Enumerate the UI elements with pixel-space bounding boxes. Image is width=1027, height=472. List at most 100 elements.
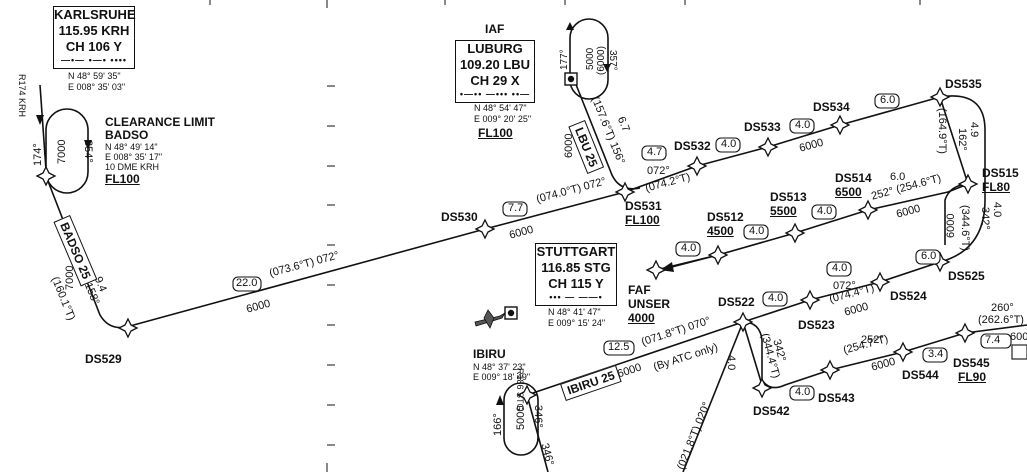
ds522-leg-dist: 4.0: [725, 355, 737, 371]
arrowheads: [36, 22, 674, 405]
ds543-leg-dist: 4.0: [795, 386, 811, 398]
clearance-alt: FL100: [105, 172, 140, 186]
clearance-limit-title: CLEARANCE LIMIT: [105, 115, 215, 129]
badso-hold-outbound: 354°: [82, 140, 94, 163]
ibiru-radial: R186 STG: [515, 368, 525, 411]
faf-label: FAF: [628, 283, 651, 297]
lbu-leg-alt: 6000: [563, 133, 575, 158]
luburg-morse: •—•• —••• ••—: [459, 89, 531, 99]
karlsruhe-lat: N 48° 59' 35": [68, 71, 121, 81]
ds515-leg-alt: 6000: [945, 213, 957, 238]
ds535-leg-dist: 4.9: [968, 122, 980, 138]
ds530-leg-dist: 7.7: [508, 202, 524, 214]
luburg-name: LUBURG: [467, 41, 523, 56]
ds544-label: DS544: [902, 368, 939, 382]
luburg-lat: N 48° 54' 47": [474, 103, 527, 113]
ds534-leg-dist: 6.0: [880, 94, 896, 106]
luburg-alt: FL100: [478, 126, 513, 140]
ds533-leg-dist: 4.0: [795, 119, 811, 131]
luburg-navaid-box: LUBURG 109.20 LBU CH 29 X •—•• —••• ••—: [455, 40, 535, 103]
luburg-channel: CH 29 X: [470, 73, 520, 88]
stuttgart-navaid-box: STUTTGART 116.85 STG CH 115 Y ••• — ——•: [535, 243, 617, 306]
ds512-alt: 4500: [707, 224, 734, 238]
ds535-leg-true: (164.9°T): [936, 108, 948, 154]
ds515-leg-true: (344.6°T): [959, 205, 971, 251]
stuttgart-name: STUTTGART: [536, 244, 616, 259]
stuttgart-lon: E 009° 15' 24": [548, 318, 606, 328]
luburg-freq: 109.20 LBU: [459, 57, 531, 72]
ds543-label: DS543: [818, 391, 855, 405]
ds532-leg-dist: 4.0: [721, 138, 737, 150]
ibiru-leg-dist: 12.5: [608, 341, 630, 353]
badso-hold-alt: 7000: [56, 139, 68, 164]
faf-name: UNSER: [628, 297, 671, 311]
ds525-leg-dist: 6.0: [921, 250, 937, 262]
stuttgart-lat: N 48° 41' 47": [548, 307, 601, 317]
clearance-dme: 10 DME KRH: [105, 162, 160, 172]
ds513-label: DS513: [770, 190, 807, 204]
ds512-label: DS512: [707, 210, 744, 224]
ibiru-lon: E 009° 18' 49": [473, 372, 531, 382]
ds543-leg-mag: 252°: [861, 334, 884, 346]
ds515-leg-mag: 342°: [979, 207, 991, 230]
ds545-leg-true: (262.6°T): [978, 314, 1024, 326]
ds514-alt: 6500: [835, 185, 862, 199]
ibiru-lat: N 48° 37' 23": [473, 362, 526, 372]
grid-ticks: [209, 0, 921, 472]
ds545-leg-alt: 6000: [1010, 331, 1027, 343]
ds535-leg-mag: 162°: [956, 128, 968, 151]
ds513-alt: 5500: [770, 204, 797, 218]
lbu-hold-inbound: 177°: [559, 49, 570, 70]
ds531-label: DS531: [625, 199, 662, 213]
karlsruhe-lon: E 008° 35' 03": [68, 82, 126, 92]
ds523-leg-dist: 4.0: [768, 292, 784, 304]
luburg-lon: E 009° 20' 25": [474, 114, 532, 124]
ds535-label: DS535: [945, 77, 982, 91]
clearance-lat: N 48° 49' 14": [105, 142, 158, 152]
ds544-leg-dist: 3.4: [928, 348, 944, 360]
faf-alt: 4000: [628, 311, 655, 325]
ds545-leg-dist: 7.4: [985, 334, 1001, 346]
ds523-label: DS523: [798, 318, 835, 332]
ds545-label: DS545: [953, 356, 990, 370]
ds531-leg-mag: 072°: [647, 165, 670, 177]
vor-symbols: [504, 72, 578, 320]
ibiru-hold-inbound: 166°: [492, 413, 504, 436]
ds532-label: DS532: [674, 139, 711, 153]
ds545-leg-mag: 260°: [991, 302, 1014, 314]
karlsruhe-morse: —•— •—• ••••: [60, 55, 128, 65]
ds531-leg-dist: 4.7: [647, 146, 663, 158]
stuttgart-morse: ••• — ——•: [549, 292, 603, 302]
ds512-leg-dist: 4.0: [749, 225, 765, 237]
karlsruhe-name: KARLSRUHE: [54, 7, 136, 22]
badso-leg-alt: 7000: [64, 265, 76, 290]
stuttgart-channel: CH 115 Y: [548, 276, 604, 291]
karlsruhe-freq: 115.95 KRH: [58, 23, 130, 38]
luburg-iaf-label: IAF: [485, 22, 505, 36]
ibiru-name: IBIRU: [473, 347, 506, 361]
ds524-leg-dist: 4.0: [832, 262, 848, 274]
ds529-label: DS529: [85, 352, 122, 366]
faf-leg-dist: 4.0: [681, 242, 697, 254]
ds515-alt: FL80: [982, 180, 1011, 194]
stuttgart-freq: 116.85 STG: [541, 260, 611, 275]
waypoint-symbols: [35, 86, 979, 406]
lbu-hold-outbound: 357°: [607, 50, 618, 71]
ds531-alt: FL100: [625, 213, 660, 227]
ds513-leg-dist: 4.0: [817, 205, 833, 217]
r174-radial-label: R174 KRH: [17, 74, 27, 118]
ibiru-hold-outbound: 346°: [532, 405, 544, 428]
ds514-leg-dist: 6.0: [890, 171, 906, 183]
lbu-hold-alt: 5000: [585, 47, 596, 70]
clearance-fix-name: BADSO: [105, 128, 149, 142]
karlsruhe-channel: CH 106 Y: [65, 39, 123, 54]
ds524-leg-mag: 072°: [833, 280, 856, 292]
ds542-label: DS542: [753, 404, 790, 418]
airplane-icon: [474, 309, 506, 329]
ds522-label: DS522: [718, 295, 755, 309]
lbu-hold-alt-alt: (6000): [596, 46, 607, 75]
ds534-label: DS534: [813, 100, 850, 114]
clearance-lon: E 008° 35' 17": [105, 152, 163, 162]
badso-hold-inbound: 174°: [32, 143, 44, 166]
